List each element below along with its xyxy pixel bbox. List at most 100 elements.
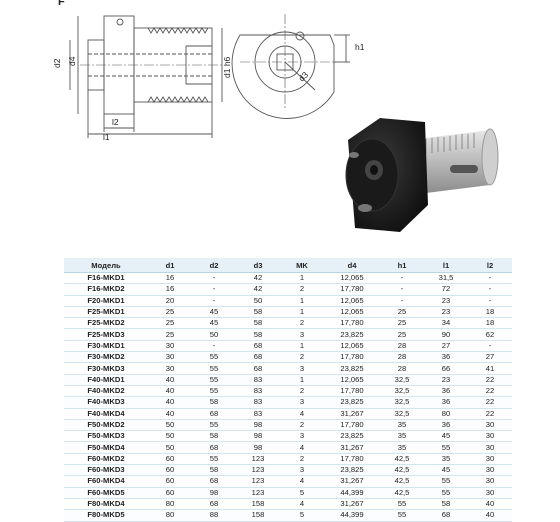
table-cell: 12,065	[324, 374, 380, 386]
table-cell: 60	[148, 464, 192, 477]
table-cell: 17,780	[324, 317, 380, 330]
model-cell: F80-MKD5	[64, 509, 148, 522]
table-cell: -	[380, 272, 424, 285]
table-cell: 12,065	[324, 306, 380, 319]
table-cell: 25	[380, 317, 424, 330]
table-cell: -	[192, 283, 236, 296]
table-cell: 17,780	[324, 453, 380, 466]
table-cell: 23	[424, 306, 468, 319]
table-cell: 22	[468, 385, 512, 398]
table-cell: 31,267	[324, 408, 380, 420]
table-cell: 55	[192, 385, 236, 398]
table-cell: 36	[424, 351, 468, 364]
table-cell: 60	[148, 453, 192, 466]
model-cell: F50-MKD2	[64, 419, 148, 432]
table-cell: 42,5	[380, 453, 424, 466]
table-header-row: Модель d1 d2 d3 MK d4 h1 l1 l2	[64, 258, 512, 273]
column-header: d4	[324, 258, 380, 273]
table-cell: 80	[424, 408, 468, 420]
table-cell: 80	[148, 509, 192, 522]
table-cell: 83	[236, 408, 280, 420]
table-cell: 2	[280, 283, 324, 296]
table-cell: 30	[468, 487, 512, 499]
table-cell: 25	[380, 306, 424, 319]
table-cell: 55	[424, 487, 468, 499]
column-header: d2	[192, 258, 236, 273]
table-cell: 18	[468, 317, 512, 330]
table-cell: 36	[424, 419, 468, 432]
table-cell: -	[468, 340, 512, 353]
table-cell: 4	[280, 475, 324, 488]
table-cell: 123	[236, 453, 280, 466]
table-cell: 4	[280, 498, 324, 511]
table-cell: 23,825	[324, 430, 380, 443]
table-cell: 31,267	[324, 475, 380, 488]
table-cell: -	[192, 295, 236, 307]
table-cell: 60	[148, 487, 192, 499]
label-d1h6: d1 h6	[222, 56, 232, 78]
table-cell: 18	[468, 306, 512, 319]
table-cell: 40	[468, 498, 512, 511]
model-cell: F25-MKD1	[64, 306, 148, 319]
table-cell: 98	[236, 441, 280, 454]
table-cell: 17,780	[324, 351, 380, 364]
table-cell: 30	[468, 441, 512, 454]
table-cell: 30	[468, 464, 512, 477]
table-cell: 32,5	[380, 374, 424, 386]
table-cell: 42,5	[380, 487, 424, 499]
table-cell: 34	[424, 317, 468, 330]
table-cell: 1	[280, 272, 324, 285]
table-cell: 45	[424, 430, 468, 443]
table-cell: 3	[280, 396, 324, 409]
table-cell: 42,5	[380, 464, 424, 477]
table-cell: 27	[468, 351, 512, 364]
table-cell: 68	[192, 441, 236, 454]
table-cell: 22	[468, 374, 512, 386]
table-cell: 25	[148, 328, 192, 341]
model-cell: F60-MKD4	[64, 475, 148, 488]
table-cell: 31,267	[324, 441, 380, 454]
column-header: h1	[380, 258, 424, 273]
table-cell: -	[192, 340, 236, 353]
table-cell: 50	[236, 295, 280, 307]
model-cell: F30-MKD2	[64, 351, 148, 364]
table-cell: 17,780	[324, 385, 380, 398]
table-cell: 3	[280, 328, 324, 341]
table-cell: 3	[280, 430, 324, 443]
table-cell: 23,825	[324, 464, 380, 477]
model-cell: F30-MKD1	[64, 340, 148, 353]
table-cell: 1	[280, 306, 324, 319]
table-cell: 36	[424, 396, 468, 409]
table-cell: 41	[468, 362, 512, 375]
table-cell: 2	[280, 385, 324, 398]
table-cell: 28	[380, 340, 424, 353]
table-cell: 44,399	[324, 487, 380, 499]
product-photo	[345, 118, 499, 232]
table-cell: 50	[192, 328, 236, 341]
table-cell: 30	[148, 340, 192, 353]
table-cell: 2	[280, 351, 324, 364]
table-cell: 1	[280, 340, 324, 353]
table-cell: 2	[280, 453, 324, 466]
table-cell: 58	[424, 498, 468, 511]
model-cell: F60-MKD2	[64, 453, 148, 466]
table-cell: 30	[468, 475, 512, 488]
table-cell: 68	[236, 340, 280, 353]
table-cell: 44,399	[324, 509, 380, 522]
table-cell: 83	[236, 385, 280, 398]
model-cell: F40-MKD1	[64, 374, 148, 386]
model-cell: F60-MKD5	[64, 487, 148, 499]
table-cell: 16	[148, 283, 192, 296]
table-cell: 23,825	[324, 362, 380, 375]
table-cell: 80	[148, 498, 192, 511]
table-cell: 32,5	[380, 385, 424, 398]
label-d4: d4	[67, 56, 77, 66]
